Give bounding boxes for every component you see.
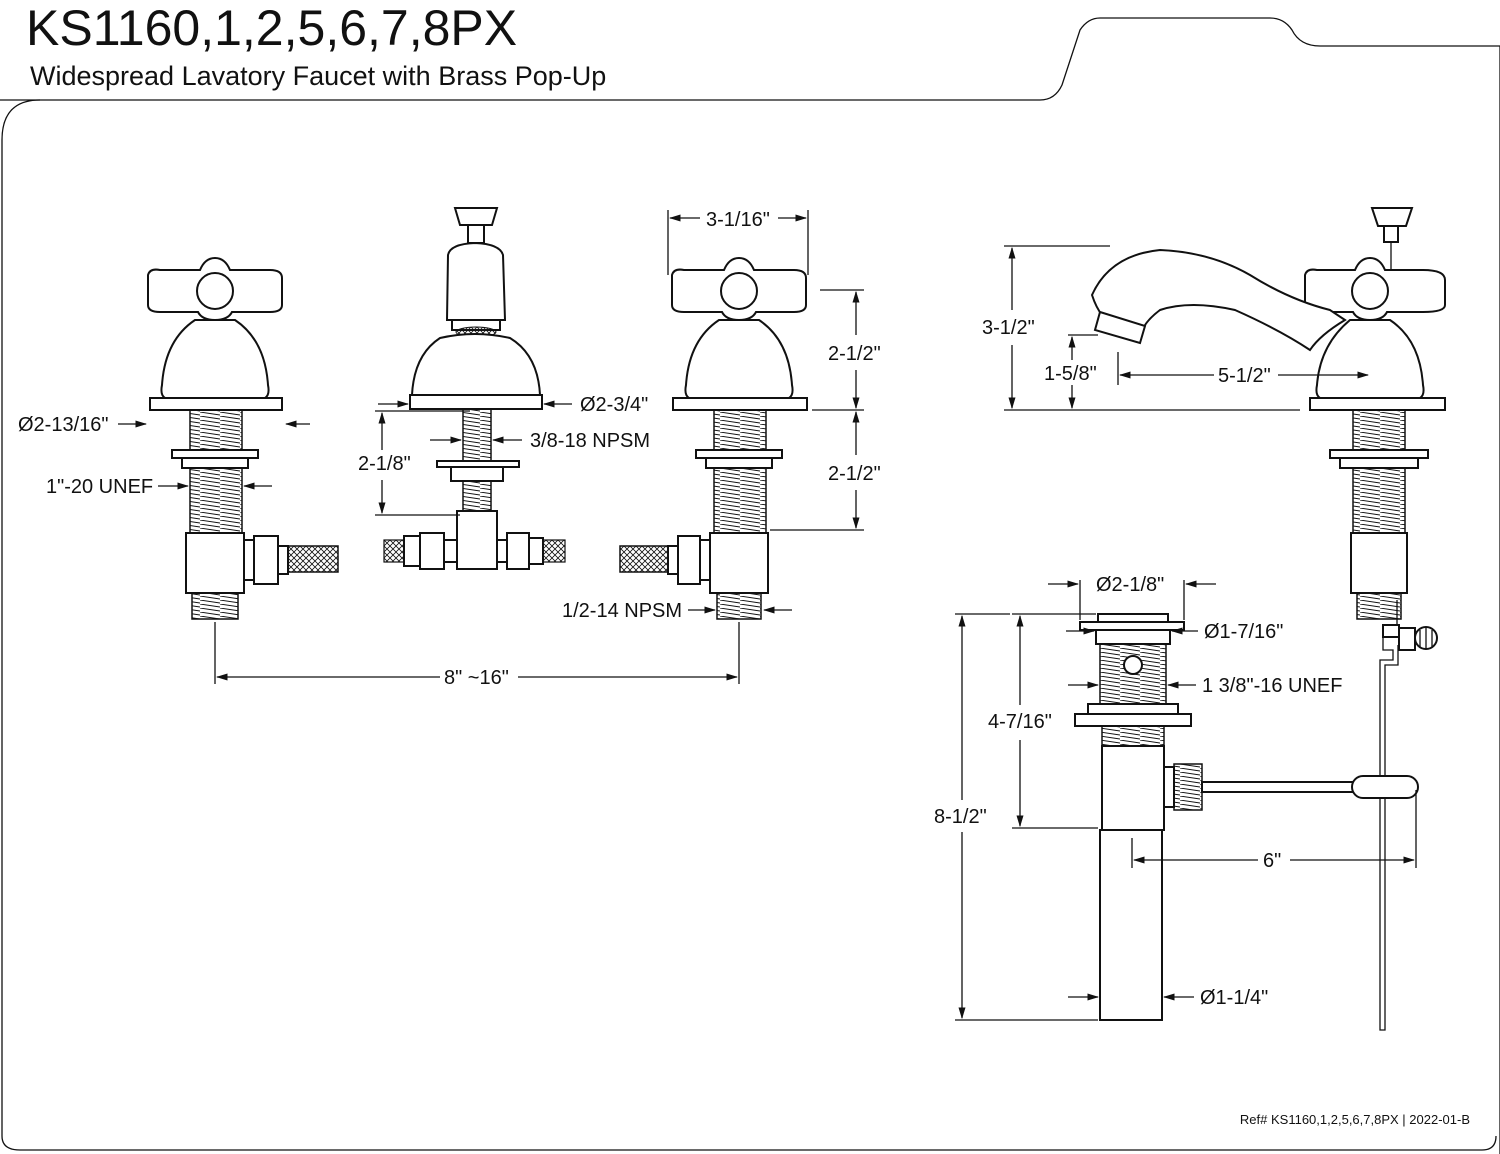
center-spout bbox=[383, 207, 566, 570]
dim-handle-height: 2-1/2" bbox=[828, 343, 881, 365]
model-title: KS1160,1,2,5,6,7,8PX bbox=[26, 0, 518, 56]
dim-drain-thread: 1 3/8"-16 UNEF bbox=[1202, 675, 1343, 697]
dim-spout-flange-dia: Ø2-3/4" bbox=[580, 394, 648, 416]
reference-code: Ref# KS1160,1,2,5,6,7,8PX | 2022-01-B bbox=[1239, 1112, 1470, 1127]
dim-drain-flange-dia: Ø1-7/16" bbox=[1204, 621, 1283, 643]
pop-up-drain bbox=[1074, 613, 1419, 1021]
dim-supply-thread: 1/2-14 NPSM bbox=[562, 600, 682, 622]
dim-pivot-rod-length: 6" bbox=[1263, 850, 1281, 872]
dim-spout-reach: 5-1/2" bbox=[1218, 365, 1271, 387]
dim-spout-shank-length: 2-1/8" bbox=[358, 453, 411, 475]
dim-spout-thread: 3/8-18 NPSM bbox=[530, 430, 650, 452]
dim-drain-top-dia: Ø2-1/8" bbox=[1096, 574, 1164, 596]
dim-aerator-height: 1-5/8" bbox=[1044, 363, 1097, 385]
dim-drain-body-length: 4-7/16" bbox=[988, 711, 1052, 733]
dim-center-spread: 8" ~16" bbox=[444, 667, 509, 689]
left-handle-valve bbox=[147, 256, 339, 620]
dim-tailpiece-dia: Ø1-1/4" bbox=[1200, 987, 1268, 1009]
dim-handle-shank-length: 2-1/2" bbox=[828, 463, 881, 485]
dimension-lines bbox=[118, 210, 1417, 1021]
side-view-faucet bbox=[1090, 207, 1446, 1031]
sheet-frame bbox=[0, 17, 1500, 101]
dim-spout-height: 3-1/2" bbox=[982, 317, 1035, 339]
right-handle-valve bbox=[619, 256, 808, 620]
dim-handle-width: 3-1/16" bbox=[706, 209, 770, 231]
dim-drain-total-length: 8-1/2" bbox=[934, 806, 987, 828]
dim-handle-thread: 1"-20 UNEF bbox=[46, 476, 153, 498]
dim-handle-flange-dia: Ø2-13/16" bbox=[18, 414, 109, 436]
product-subtitle: Widespread Lavatory Faucet with Brass Po… bbox=[30, 61, 607, 91]
